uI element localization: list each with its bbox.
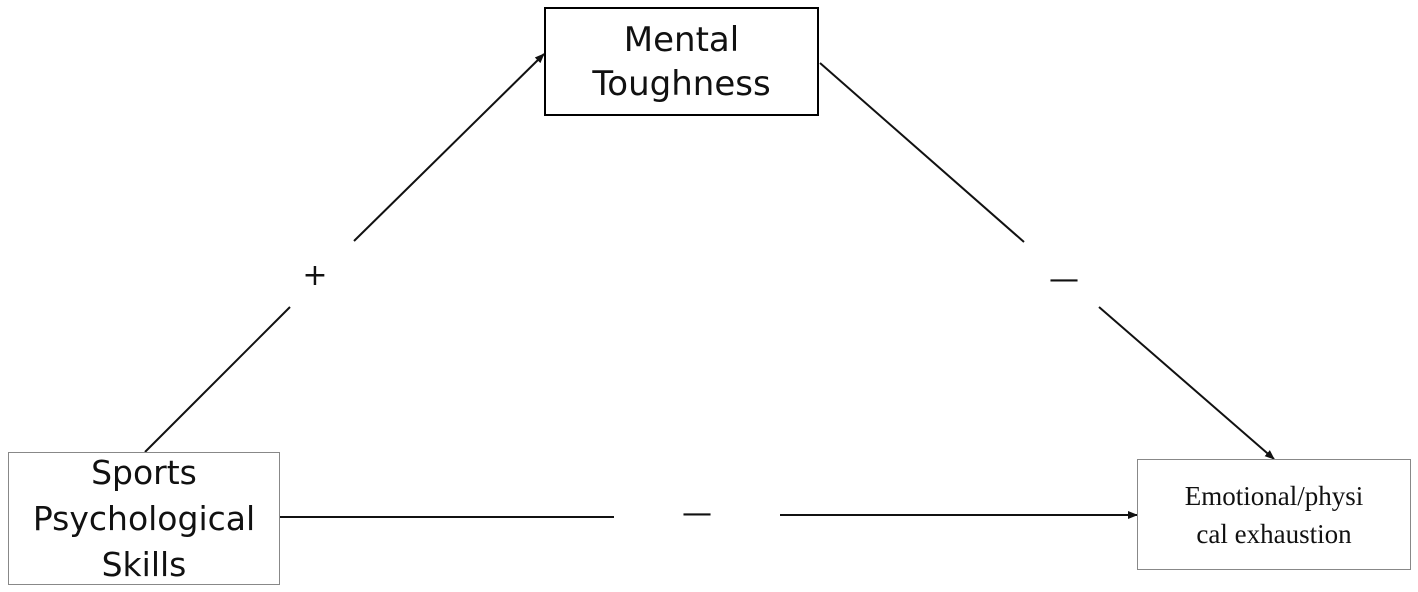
mental-toughness-label: Mental Toughness xyxy=(592,19,771,104)
mental-toughness-box: Mental Toughness xyxy=(544,7,819,116)
sports-psychological-skills-box: Sports Psychological Skills xyxy=(8,452,280,585)
edge-mt-to-epe-upper xyxy=(819,62,1025,243)
emotional-physical-exhaustion-label: Emotional/physi cal exhaustion xyxy=(1184,480,1364,549)
edge-mt-to-epe-sign: — xyxy=(1049,262,1079,297)
edge-mt-to-epe-lower xyxy=(1098,306,1275,460)
sports-psychological-skills-label: Sports Psychological Skills xyxy=(32,452,256,584)
edge-sps-to-mt-lower xyxy=(144,306,291,453)
edge-sps-to-mt-upper xyxy=(353,53,545,242)
emotional-physical-exhaustion-box: Emotional/physi cal exhaustion xyxy=(1137,459,1411,570)
edge-sps-to-epe-sign: — xyxy=(682,496,712,531)
edge-sps-to-mt-sign: + xyxy=(302,258,328,293)
